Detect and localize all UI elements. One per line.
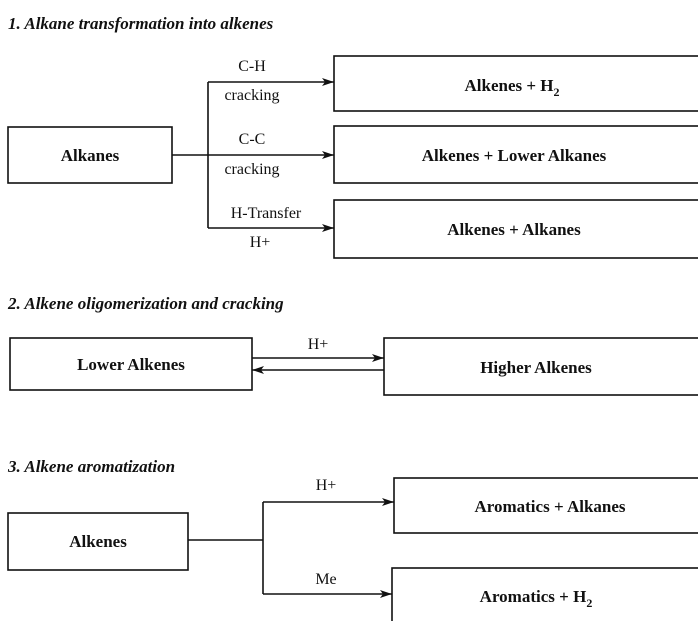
s1-cc-label: C-C: [239, 131, 266, 148]
s1-ch-label: C-H: [238, 58, 266, 75]
alkenes-source-label: Alkenes: [69, 532, 127, 551]
section2-heading: 2. Alkene oligomerization and cracking: [7, 294, 284, 313]
lower-alkenes-label: Lower Alkenes: [77, 355, 185, 374]
product-box-alkenes-lower-alkanes: [333, 125, 698, 184]
product-box-aromatics-alkanes: [393, 477, 698, 534]
product-alkenes-alkanes-label: Alkenes + Alkanes: [447, 220, 581, 239]
section3-heading: 3. Alkene aromatization: [7, 457, 175, 476]
alkanes-source-label: Alkanes: [61, 146, 120, 165]
s3-h-plus-label: H+: [316, 477, 337, 494]
s1-h-transfer-label: H-Transfer: [231, 205, 302, 222]
product-box-alkenes-alkanes: [333, 199, 698, 259]
s1-cc-cracking-label: cracking: [224, 161, 279, 178]
lower-alkenes-box: [9, 337, 253, 391]
product-aromatics-alkanes-label: Aromatics + Alkanes: [474, 497, 625, 516]
product-alkenes-h2-label: Alkenes + H2: [464, 76, 559, 99]
s2-catalyst-label: H+: [308, 336, 329, 353]
higher-alkenes-box: [383, 337, 698, 396]
alkenes-source-box: [7, 512, 189, 571]
higher-alkenes-label: Higher Alkenes: [480, 358, 592, 377]
product-alkenes-lower-alkanes-label: Alkenes + Lower Alkanes: [422, 146, 607, 165]
alkanes-source-box: [7, 126, 173, 184]
s1-h-plus-label: H+: [250, 234, 271, 251]
s3-me-label: Me: [315, 571, 336, 588]
s1-ch-cracking-label: cracking: [224, 87, 279, 104]
product-aromatics-h2-label: Aromatics + H2: [480, 587, 593, 610]
section1-heading: 1. Alkane transformation into alkenes: [8, 14, 274, 33]
product-box-alkenes-h2: [333, 55, 698, 112]
product-box-aromatics-h2: [391, 567, 698, 621]
